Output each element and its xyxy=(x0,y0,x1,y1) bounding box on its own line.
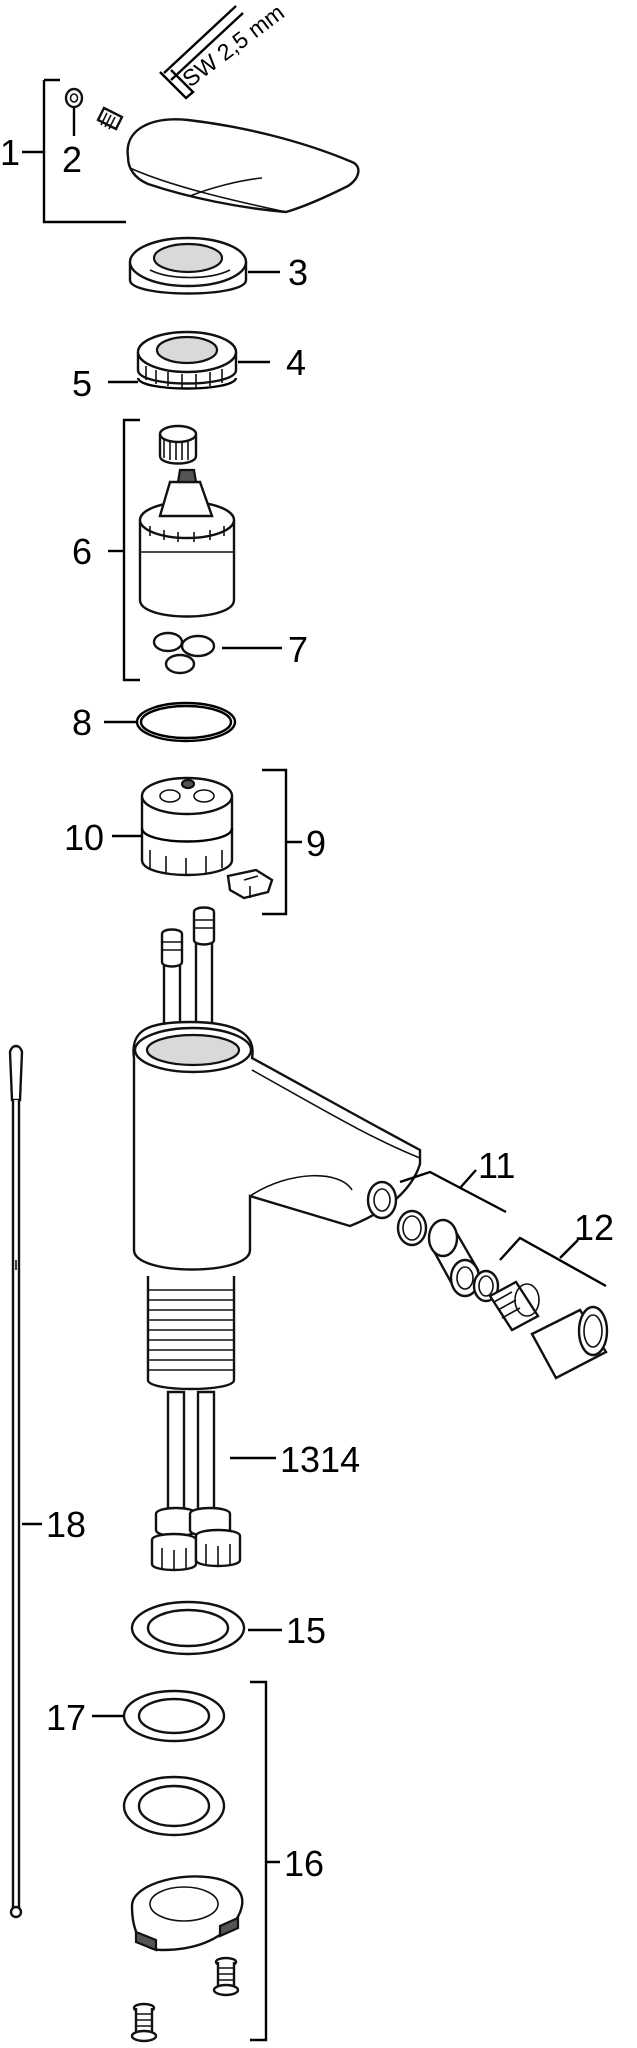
cartridge-adapter xyxy=(158,424,198,465)
label-part-10: 10 xyxy=(64,817,104,858)
label-part-11: 11 xyxy=(478,1145,515,1186)
bracket-part-9 xyxy=(262,768,302,916)
mixer-body xyxy=(132,1020,422,1271)
aerator-assembly-part-11 xyxy=(396,1209,500,1303)
label-part-15: 15 xyxy=(286,1610,326,1651)
label-part-2: 2 xyxy=(62,139,82,180)
label-part-1314: 1314 xyxy=(280,1439,360,1480)
retaining-clip xyxy=(226,868,274,900)
threaded-shank xyxy=(146,1276,236,1391)
gasket xyxy=(122,1775,226,1837)
lever-handle xyxy=(126,118,360,214)
label-part-18: 18 xyxy=(46,1504,86,1545)
insert-part-10 xyxy=(140,776,234,877)
o-ring-part-8 xyxy=(135,701,237,743)
grub-screw-part-2 xyxy=(64,87,124,136)
hose-connectors xyxy=(150,1390,242,1572)
bracket-part-12 xyxy=(499,1236,607,1288)
label-part-8: 8 xyxy=(72,702,92,743)
allen-key-tool xyxy=(159,5,244,100)
label-part-1: 1 xyxy=(0,132,20,173)
label-part-17: 17 xyxy=(46,1697,86,1738)
label-part-4: 4 xyxy=(286,342,306,383)
washer-part-17 xyxy=(122,1689,226,1743)
cover-cap-part-3 xyxy=(128,236,248,295)
fixing-plate xyxy=(130,1875,244,1952)
label-part-6: 6 xyxy=(72,531,92,572)
threaded-nut-part-4 xyxy=(136,330,238,390)
label-part-3: 3 xyxy=(288,252,308,293)
outlet-part-12 xyxy=(488,1280,609,1380)
washer-part-15 xyxy=(130,1600,246,1656)
cartridge-part-6 xyxy=(138,468,236,618)
bracket-part-1 xyxy=(22,78,126,224)
pop-up-rod-part-18 xyxy=(8,1044,24,1919)
label-part-7: 7 xyxy=(288,629,308,670)
label-part-5: 5 xyxy=(72,363,92,404)
fixing-screws xyxy=(130,1956,240,2043)
bracket-part-11 xyxy=(399,1169,507,1214)
bracket-part-6 xyxy=(122,418,140,682)
label-part-9: 9 xyxy=(306,823,326,864)
bracket-part-16 xyxy=(250,1680,280,2042)
seal-rings-part-7 xyxy=(152,631,216,675)
label-part-12: 12 xyxy=(574,1207,614,1248)
label-part-16: 16 xyxy=(284,1843,324,1884)
